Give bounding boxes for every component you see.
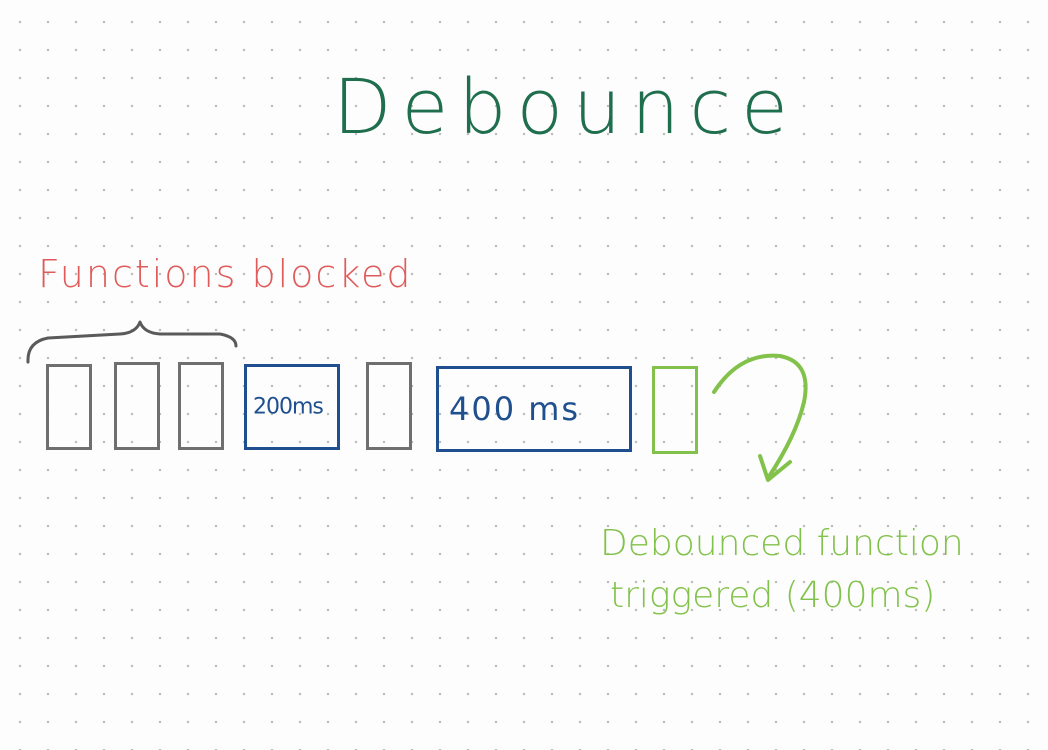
- delay-400ms-label: 400 ms: [449, 390, 581, 428]
- blocked-call-box: [114, 362, 160, 450]
- blocked-call-box: [46, 364, 92, 450]
- debounced-triggered-label: Debounced function triggered (400ms): [600, 518, 964, 622]
- blocked-call-box: [366, 362, 412, 450]
- functions-blocked-label: Functions blocked: [38, 252, 413, 296]
- trigger-arrow-head-icon: [758, 454, 792, 482]
- diagram-title: Debounce: [333, 62, 798, 151]
- trigger-curve-arrow: [712, 353, 808, 480]
- delay-200ms-box: 200ms: [244, 364, 340, 450]
- blocked-brace: [26, 320, 238, 364]
- delay-400ms-box: 400 ms: [436, 366, 632, 452]
- triggered-label-line1: Debounced function: [600, 523, 964, 564]
- triggered-label-line2: triggered (400ms): [610, 575, 936, 616]
- delay-200ms-label: 200ms: [253, 394, 324, 420]
- triggered-call-box: [652, 366, 698, 454]
- blocked-call-box: [178, 362, 224, 450]
